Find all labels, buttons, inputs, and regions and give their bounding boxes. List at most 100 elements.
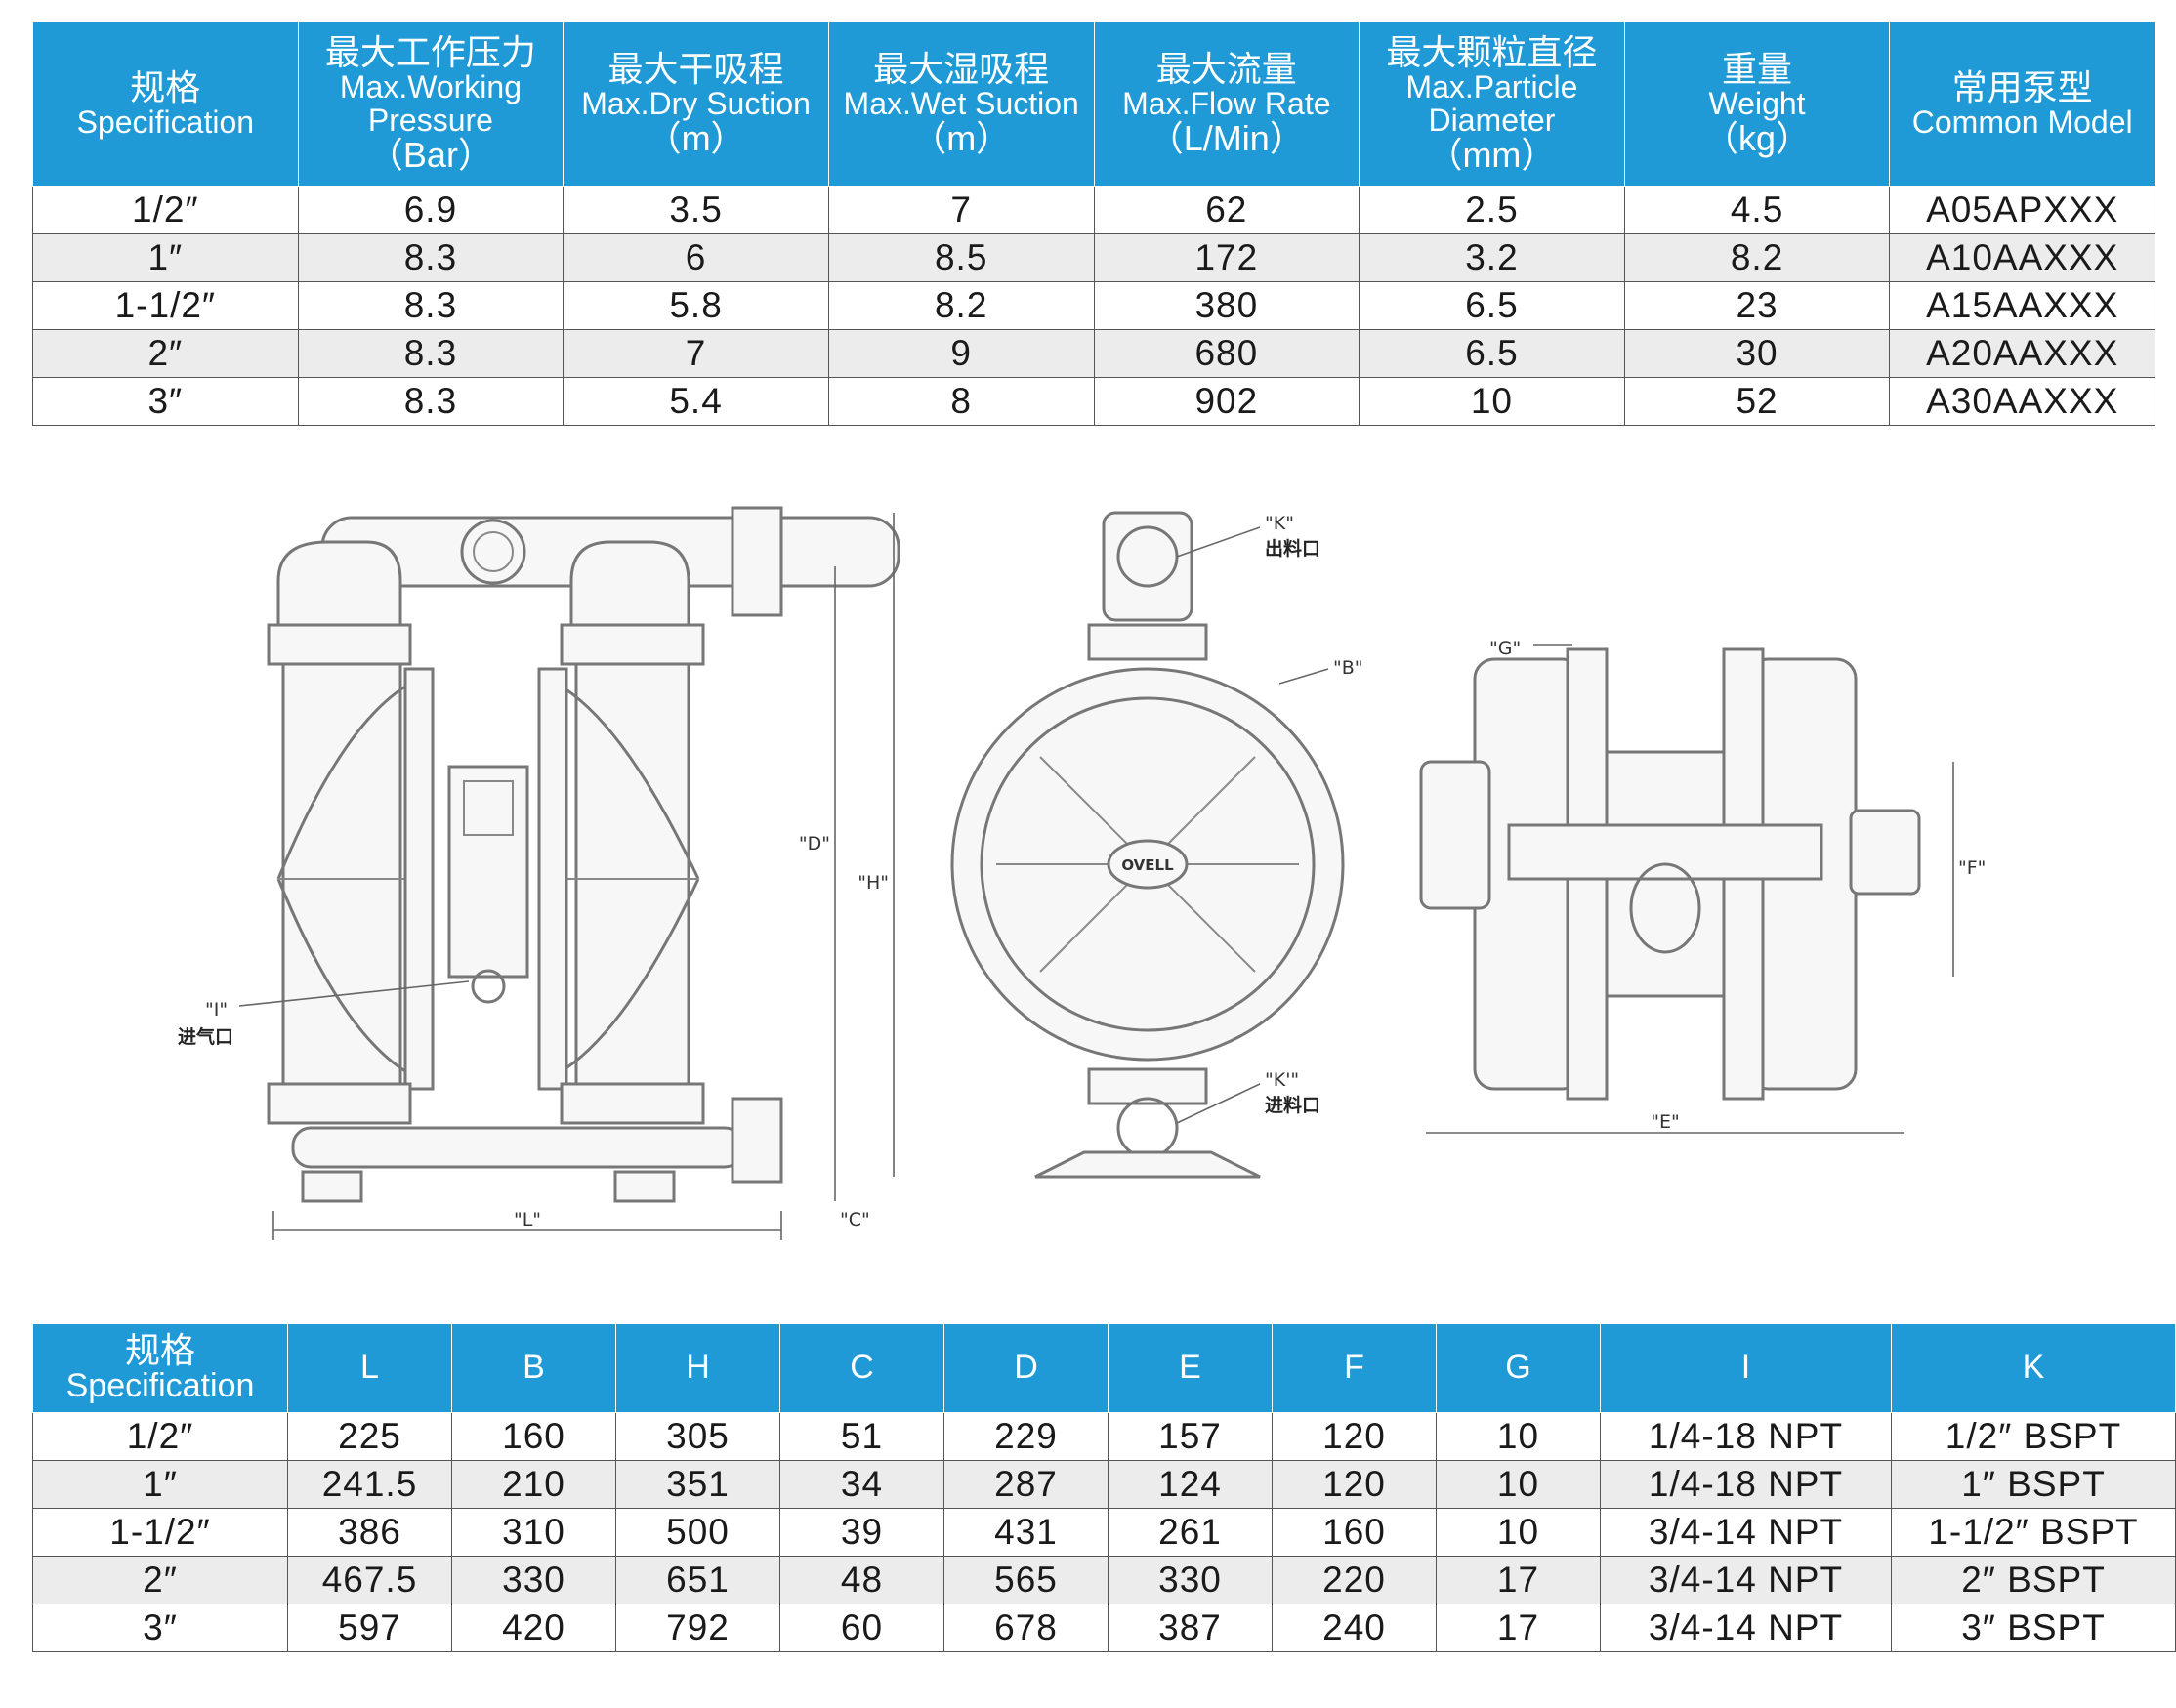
label-inlet: 进料口 xyxy=(1265,1094,1320,1116)
spec-table-cell: 1-1/2″ xyxy=(32,281,299,330)
left-clamp xyxy=(403,667,435,1091)
spec-table-cell: 8 xyxy=(827,377,1095,426)
leader-k-out xyxy=(1176,526,1261,558)
dimension-table-cell: 124 xyxy=(1108,1460,1273,1509)
header-zh: 规格 xyxy=(130,66,201,107)
spec-table-cell: 4.5 xyxy=(1623,186,1891,234)
label-k-out: "K" xyxy=(1265,513,1294,534)
dim-header-f: F xyxy=(1272,1323,1437,1413)
dim-header-specification: 规格 Specification xyxy=(32,1323,288,1413)
spec-table-cell: 10 xyxy=(1359,377,1625,426)
dimension-table-cell: 261 xyxy=(1108,1508,1273,1557)
spec-table-cell: 3.2 xyxy=(1359,233,1625,282)
label-c: "C" xyxy=(840,1209,870,1230)
dimension-table-cell: 3″ BSPT xyxy=(1891,1604,2176,1652)
dimension-table-cell: 120 xyxy=(1272,1412,1437,1461)
spec-header-model: 常用泵型 Common Model xyxy=(1889,21,2155,187)
side-chamber-inner xyxy=(980,696,1316,1032)
leader-b xyxy=(1278,668,1329,685)
dimension-table-cell: 160 xyxy=(451,1412,616,1461)
dimension-table-cell: 210 xyxy=(451,1460,616,1509)
label-l: "L" xyxy=(514,1209,541,1230)
header-en: Specification xyxy=(65,1367,255,1405)
spec-table-cell: 380 xyxy=(1093,281,1360,330)
side-inlet-bore xyxy=(1116,1097,1179,1159)
dimension-table-cell: 120 xyxy=(1272,1460,1437,1509)
bottom-manifold xyxy=(291,1126,744,1169)
dimension-table-cell: 1″ xyxy=(32,1460,288,1509)
dimension-table-cell: 1/4-18 NPT xyxy=(1600,1460,1892,1509)
header-en: Max.Particle Diameter xyxy=(1405,68,1578,138)
dimension-table-cell: 597 xyxy=(287,1604,452,1652)
header-zh: 最大湿吸程 xyxy=(873,48,1050,89)
spec-header-wet-suction: 最大湿吸程 Max.Wet Suction （m） xyxy=(827,21,1095,187)
spec-table-cell: 8.3 xyxy=(297,233,565,282)
dimension-table-cell: 330 xyxy=(451,1556,616,1604)
dimension-table-cell: 48 xyxy=(779,1556,944,1604)
spec-table-cell: 6.5 xyxy=(1359,281,1625,330)
brand-plate xyxy=(1107,839,1189,890)
spec-table-cell: 680 xyxy=(1093,329,1360,378)
right-chamber xyxy=(574,662,690,1086)
spec-table-cell: 2″ xyxy=(32,329,299,378)
inlet-port xyxy=(731,1097,783,1184)
dimension-table-cell: 1″ BSPT xyxy=(1891,1460,2176,1509)
dimension-table-cell: 310 xyxy=(451,1508,616,1557)
dimension-table-cell: 386 xyxy=(287,1508,452,1557)
header-zh: 最大工作压力 xyxy=(324,32,536,73)
dimension-table-cell: 220 xyxy=(1272,1556,1437,1604)
right-bottom-flange xyxy=(560,1082,705,1125)
dimension-table-cell: 678 xyxy=(943,1604,1109,1652)
dimension-table-cell: 651 xyxy=(615,1556,780,1604)
dimension-table-cell: 17 xyxy=(1436,1556,1601,1604)
left-foot xyxy=(301,1170,363,1203)
header-zh: 最大干吸程 xyxy=(607,48,784,89)
header-zh: 重量 xyxy=(1722,48,1793,89)
spec-table-cell: A15AAXXX xyxy=(1889,281,2155,330)
spec-table-cell: 8.2 xyxy=(827,281,1095,330)
dimension-table-cell: 3/4-14 NPT xyxy=(1600,1556,1892,1604)
spec-table-cell: 9 xyxy=(827,329,1095,378)
spec-table-cell: 3″ xyxy=(32,377,299,426)
top-view: "E" "F" "G" xyxy=(1419,638,1986,1134)
dim-header-b: B xyxy=(451,1323,616,1413)
dimension-table-cell: 1-1/2″ xyxy=(32,1508,288,1557)
header-unit: （L/Min） xyxy=(1148,118,1305,159)
right-foot xyxy=(613,1170,676,1203)
side-base xyxy=(1034,1150,1261,1179)
dimension-table-cell: 387 xyxy=(1108,1604,1273,1652)
label-g: "G" xyxy=(1489,638,1521,659)
spec-header-flow-rate: 最大流量 Max.Flow Rate （L/Min） xyxy=(1093,21,1360,187)
header-en: Common Model xyxy=(1911,104,2133,140)
spec-header-specification: 规格 Specification xyxy=(32,21,299,187)
spec-table-cell: 6.9 xyxy=(297,186,565,234)
label-e: "E" xyxy=(1651,1111,1679,1133)
dimension-table-cell: 10 xyxy=(1436,1460,1601,1509)
dim-header-g: G xyxy=(1436,1323,1601,1413)
dimension-table-cell: 3/4-14 NPT xyxy=(1600,1604,1892,1652)
air-inlet-port xyxy=(471,969,506,1004)
top-left-cap xyxy=(1419,760,1491,910)
header-en: Max.Dry Suction xyxy=(581,85,811,121)
dimension-table-cell: 34 xyxy=(779,1460,944,1509)
header-zh: 常用泵型 xyxy=(1951,66,2093,107)
spec-table-cell: 8.2 xyxy=(1623,233,1891,282)
dimension-table-cell: 10 xyxy=(1436,1508,1601,1557)
dimension-table-cell: 792 xyxy=(615,1604,780,1652)
header-en: Max.Wet Suction xyxy=(843,85,1079,121)
dimension-table-cell: 39 xyxy=(779,1508,944,1557)
dimension-table-cell: 3″ xyxy=(32,1604,288,1652)
dimension-table-cell: 330 xyxy=(1108,1556,1273,1604)
spec-table-header: 规格 Specification 最大工作压力 Max.Working Pres… xyxy=(32,21,2155,187)
spec-header-weight: 重量 Weight （kg） xyxy=(1623,21,1891,187)
top-manifold-bar xyxy=(1507,823,1823,881)
dimension-table-cell: 1/2″ BSPT xyxy=(1891,1412,2176,1461)
dimension-table-cell: 420 xyxy=(451,1604,616,1652)
right-elbow xyxy=(569,540,690,627)
label-f: "F" xyxy=(1958,857,1986,879)
